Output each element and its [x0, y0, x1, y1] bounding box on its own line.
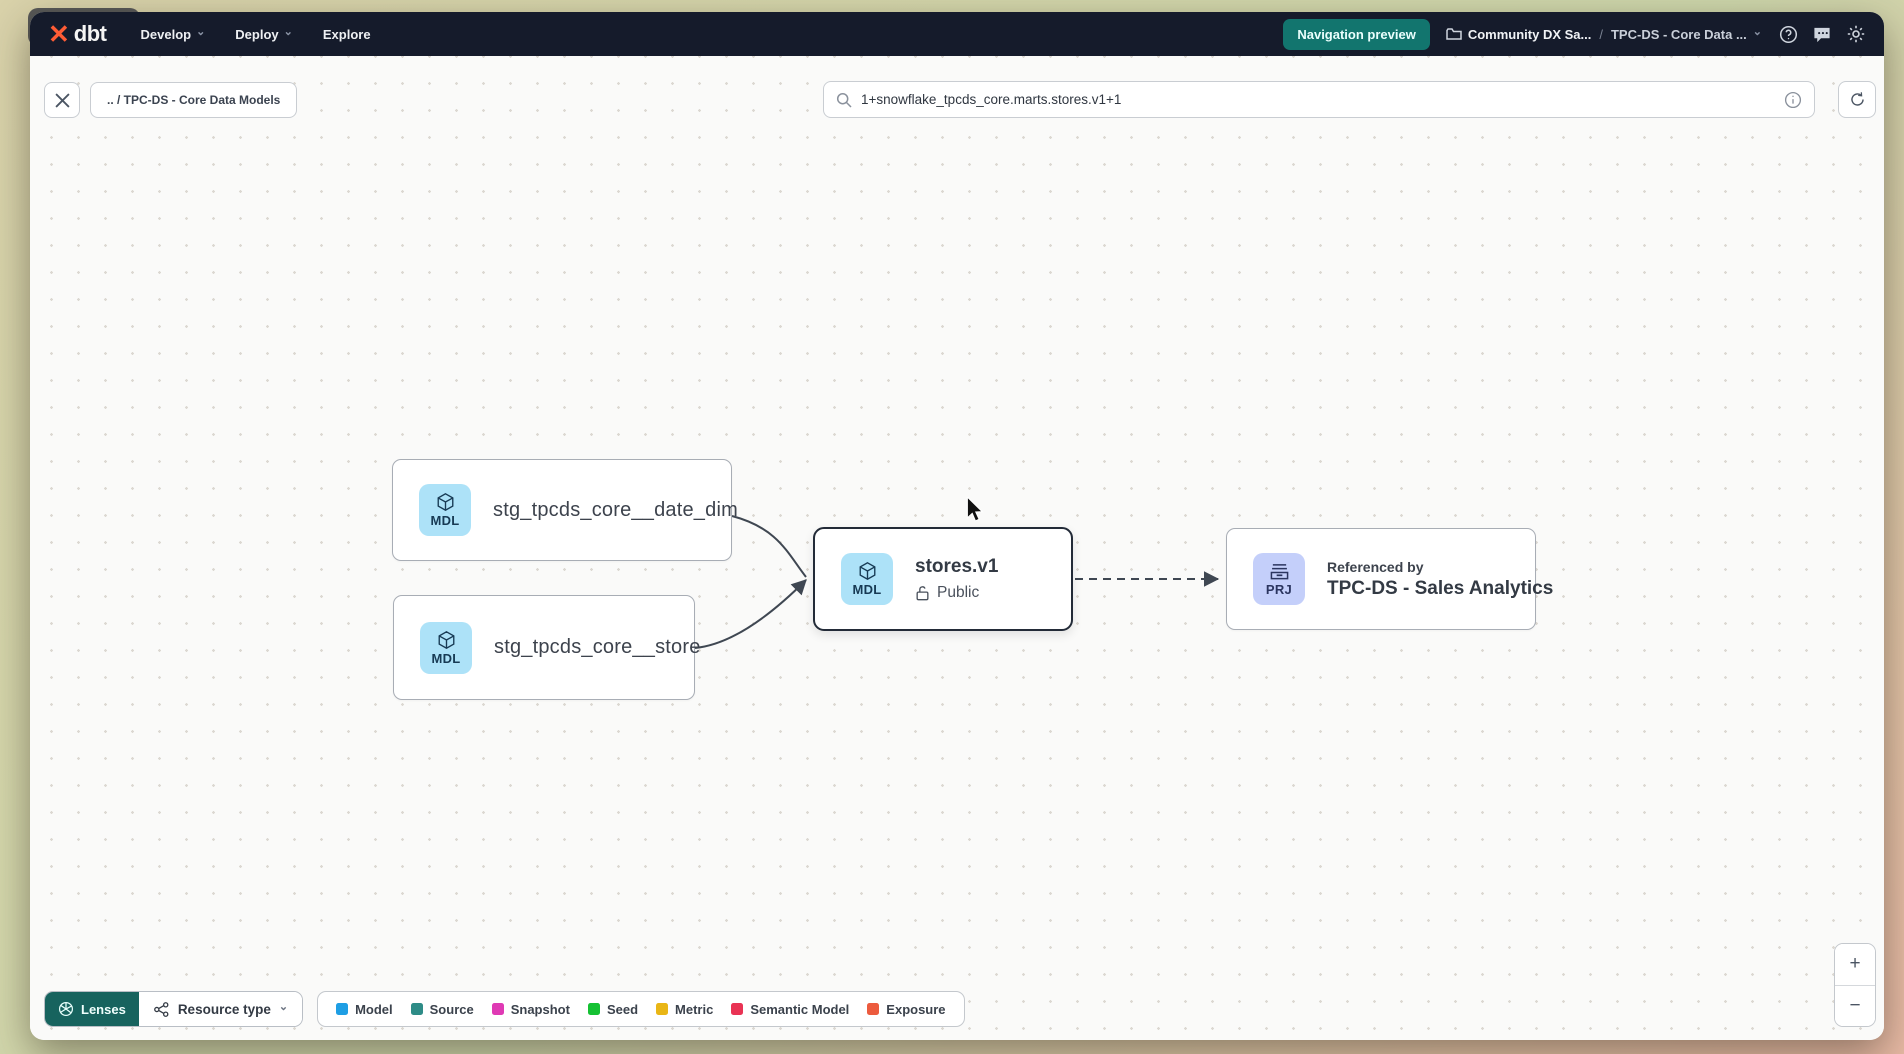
legend-item-metric: Metric [656, 1002, 713, 1017]
legend-swatch [410, 1003, 423, 1015]
resource-type-legend: Model Source Snapshot Seed Metric [317, 991, 965, 1027]
dbt-logo-text: dbt [73, 21, 107, 46]
main-menu: Develop ⌄ Deploy ⌄ Explore [140, 25, 371, 42]
zoom-out-button[interactable]: − [1835, 985, 1875, 1026]
resource-type-dropdown[interactable]: Resource type ⌄ [138, 992, 303, 1026]
divider [1835, 984, 1875, 986]
legend-item-exposure: Exposure [867, 1002, 946, 1017]
legend-swatch [867, 1003, 880, 1015]
lenses-resource-control: Lenses Resource type ⌄ [44, 991, 304, 1027]
mouse-cursor [966, 497, 984, 522]
close-icon [54, 92, 70, 108]
lineage-canvas[interactable]: .. / TPC-DS - Core Data Models MDL [30, 56, 1884, 1040]
node-stg-tpcds-core-store[interactable]: MDL stg_tpcds_core__store [393, 595, 700, 700]
legend-swatch [336, 1003, 349, 1015]
chevron-down-icon: ⌄ [283, 25, 293, 38]
legend-item-snapshot: Snapshot [491, 1002, 570, 1017]
lineage-selector-input[interactable] [861, 92, 1775, 107]
dbt-logo[interactable]: ✕ dbt [48, 21, 107, 47]
legend-item-source: Source [410, 1002, 474, 1017]
legend-swatch [656, 1003, 669, 1015]
referenced-by-label: Referenced by [1327, 558, 1424, 575]
node-label: stg_tpcds_core__store [494, 636, 701, 658]
chevron-down-icon: ⌄ [196, 25, 206, 38]
legend-item-model: Model [336, 1002, 393, 1017]
legend-item-seed: Seed [587, 1002, 638, 1017]
node-label: stg_tpcds_core__date_dim [493, 498, 738, 521]
settings-gear-icon[interactable] [1846, 24, 1866, 44]
breadcrumb-project[interactable]: Community DX Sa... [1446, 27, 1591, 42]
cube-icon [437, 493, 453, 511]
navigation-preview-badge[interactable]: Navigation preview [1283, 18, 1430, 50]
resource-graph-icon [153, 1001, 169, 1017]
legend-swatch [491, 1003, 504, 1015]
lens-aperture-icon [58, 1001, 74, 1017]
archive-icon [1270, 563, 1288, 579]
legend-item-semantic-model: Semantic Model [731, 1002, 849, 1017]
lenses-button[interactable]: Lenses [45, 992, 139, 1026]
zoom-in-button[interactable]: + [1835, 944, 1875, 985]
close-lineage-button[interactable] [44, 82, 80, 118]
chevron-down-icon: ⌄ [278, 1000, 289, 1013]
edge-date-dim-to-stores [731, 515, 807, 578]
info-icon[interactable] [1784, 91, 1802, 109]
app-window: ✕ dbt Develop ⌄ Deploy ⌄ Explore Navigat… [30, 12, 1884, 1040]
node-referenced-by-project[interactable]: PRJ Referenced by TPC-DS - Sales Analyti… [1226, 528, 1553, 630]
menu-deploy[interactable]: Deploy ⌄ [235, 25, 293, 42]
legend-swatch [587, 1003, 600, 1015]
folder-icon [1446, 28, 1462, 40]
model-badge: MDL [841, 553, 893, 605]
lineage-selector-searchbox[interactable] [823, 81, 1815, 118]
breadcrumb-section[interactable]: TPC-DS - Core Data ... ⌄ [1610, 25, 1762, 42]
canvas-footer: Lenses Resource type ⌄ Model Source [44, 991, 965, 1027]
model-badge: MDL [420, 621, 472, 674]
cube-icon [438, 630, 454, 649]
node-stg-tpcds-core-date-dim[interactable]: MDL stg_tpcds_core__date_dim [392, 459, 738, 561]
node-stores-v1[interactable]: MDL stores.v1 Public [813, 527, 1073, 631]
cube-icon [859, 562, 875, 580]
feedback-icon[interactable] [1812, 24, 1832, 44]
dbt-logo-icon: ✕ [48, 19, 70, 49]
breadcrumb-separator: / [1599, 26, 1603, 42]
top-navbar: ✕ dbt Develop ⌄ Deploy ⌄ Explore Navigat… [30, 12, 1884, 56]
unlock-icon [916, 586, 929, 601]
access-label: Public [937, 584, 980, 601]
project-badge: PRJ [1253, 553, 1305, 605]
legend-swatch [731, 1003, 744, 1015]
node-title: stores.v1 [915, 556, 999, 577]
breadcrumb: Community DX Sa... / TPC-DS - Core Data … [1446, 25, 1762, 42]
chevron-down-icon: ⌄ [1752, 25, 1762, 38]
menu-develop[interactable]: Develop ⌄ [140, 25, 206, 42]
model-badge: MDL [419, 484, 471, 536]
menu-explore[interactable]: Explore [322, 26, 371, 42]
zoom-controls: + − [1834, 943, 1876, 1027]
lineage-path-chip[interactable]: .. / TPC-DS - Core Data Models [90, 82, 298, 118]
search-icon [836, 92, 852, 108]
help-icon[interactable] [1778, 24, 1798, 44]
refresh-lineage-button[interactable] [1838, 81, 1876, 118]
project-name: TPC-DS - Sales Analytics [1327, 577, 1554, 599]
refresh-icon [1850, 92, 1864, 106]
edge-store-to-stores [694, 579, 807, 649]
